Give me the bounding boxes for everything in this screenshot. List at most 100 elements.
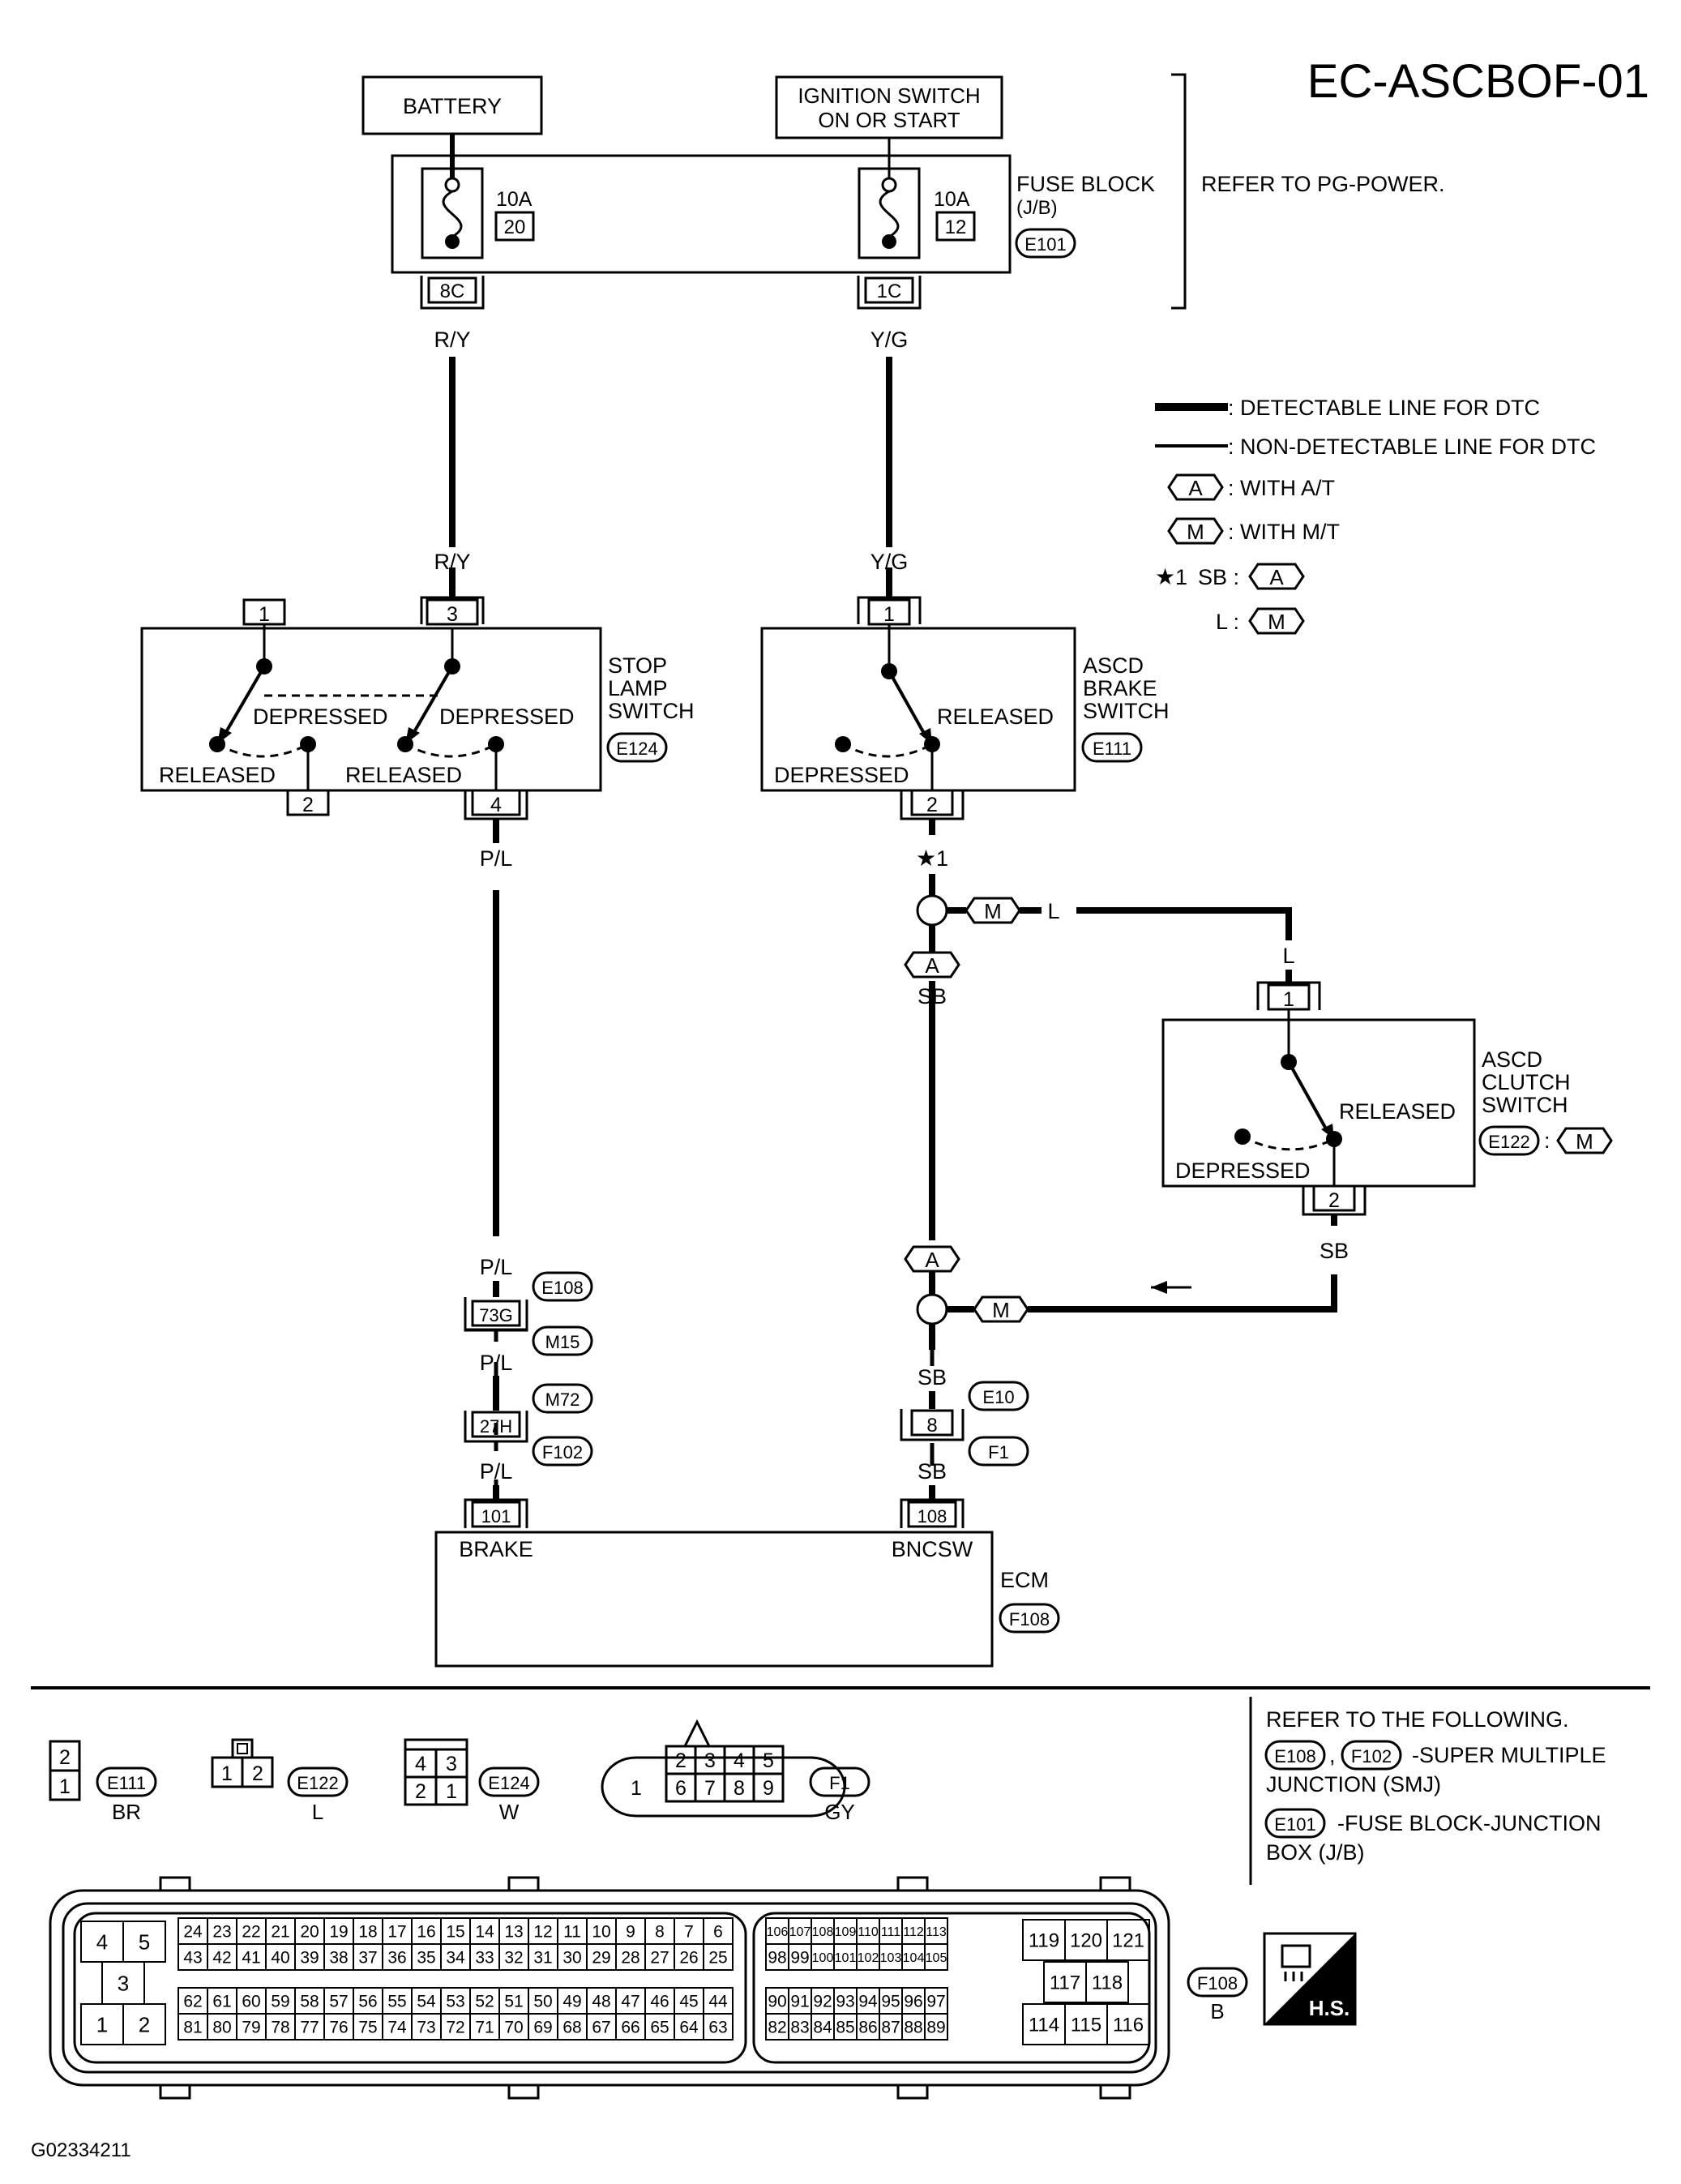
page-id: EC-ASCBOF-01 [1307,55,1649,108]
ecm-pin-108: 108 [812,1925,834,1939]
ecm-pin-117: 117 [1050,1972,1080,1994]
face-f1-pin-8: 8 [734,1777,745,1800]
ecm-pin-79: 79 [242,2019,260,2037]
clutch-switch-variant: M [1576,1129,1593,1154]
ecm-pin-71: 71 [475,2019,494,2037]
ecm-pin-94: 94 [858,1993,878,2011]
wire-label-ry-top: R/Y [434,328,470,352]
ecm-pin-70: 70 [504,2019,523,2037]
ecm-pin-11: 11 [563,1923,581,1942]
wire-label-sb-1: SB [917,984,947,1008]
ecm-pin-60: 60 [242,1993,260,2011]
fuse-12-amp: 10A [934,188,970,211]
ecm-pin-98: 98 [768,1949,786,1968]
face-f1-color: GY [824,1800,855,1824]
ecm-pin-36: 36 [387,1949,406,1968]
ecm-pin-113: 113 [926,1925,947,1939]
ecm-pin-26: 26 [679,1949,698,1968]
legend-l: L : [1216,610,1239,634]
wire-label-pl-top: P/L [480,846,513,871]
face-e124-color: W [499,1800,520,1824]
ecm-pin-5: 5 [139,1929,150,1954]
fuse-block [391,154,1012,274]
ecm-pin-cell [703,2013,734,2041]
refer-smj-1: -SUPER MULTIPLE [1412,1743,1606,1767]
face-e124-pin-3: 3 [446,1753,457,1775]
ecm-pin-15: 15 [446,1923,464,1942]
ecm-pin-64: 64 [679,2019,699,2037]
ecm-pin-31: 31 [533,1949,552,1968]
ecm-pin-69: 69 [533,2019,552,2037]
term-8c: 8C [440,280,465,302]
ecm-pin-48: 48 [592,1993,610,2011]
ecm-pin-34: 34 [446,1949,465,1968]
refer-title: REFER TO THE FOLLOWING. [1266,1707,1569,1732]
face-e111-pin-1: 1 [59,1775,71,1798]
ecm-pin-63: 63 [708,2019,727,2037]
face-e124-pin-4: 4 [415,1753,426,1775]
ecm-pin-58: 58 [300,1993,319,2011]
ecm-box [434,1531,994,1668]
ecm-pin-50: 50 [533,1993,552,2011]
ecm-pin-93: 93 [836,1993,854,2011]
ecm-pin-4: 4 [96,1929,108,1954]
ecm-pin-53: 53 [446,1993,464,2011]
figure-id: G02334211 [31,2139,131,2161]
legend-sb: SB : [1198,565,1239,589]
battery-label: BATTERY [403,94,502,118]
ecm-pin-81: 81 [183,2019,202,2037]
wire-label-sb-2: SB [917,1365,947,1390]
ecm-pin-41: 41 [242,1949,260,1968]
face-e124-id: E124 [488,1773,529,1793]
ecm-pin-1: 1 [96,2012,108,2036]
stop-lamp-depressed-2: DEPRESSED [439,704,575,729]
stop-lamp-label-3: SWITCH [608,699,694,723]
ecm-pin-121: 121 [1112,1930,1144,1952]
ecm-pin-45: 45 [679,1993,698,2011]
ecm-pin-46: 46 [650,1993,669,2011]
ecm-pin-97: 97 [926,1993,945,2011]
ecm-pin-106: 106 [767,1925,789,1939]
face-e124-pin-1: 1 [446,1780,457,1803]
ecm-pin-119: 119 [1029,1930,1059,1952]
ecm-pin-42: 42 [212,1949,231,1968]
ecm-pin-92: 92 [813,1993,832,2011]
stop-lamp-switch [140,627,602,792]
wire-label-l-2: L [1282,944,1294,968]
ecm-pin-55: 55 [387,1993,406,2011]
ecm-pin-8: 8 [655,1923,665,1942]
ecm-pin-101: 101 [481,1506,511,1527]
split-joint-top [916,894,948,927]
ecm-connector-face [49,1876,1170,2100]
ecm-pin-74: 74 [387,2019,407,2037]
ecm-pin-95: 95 [881,1993,900,2011]
brake-switch-released: RELEASED [937,704,1054,729]
ecm-pin-57: 57 [329,1993,348,2011]
stop-lamp-label-2: LAMP [608,676,668,700]
stop-lamp-pin-3: 3 [447,603,458,626]
ecm-pin-59: 59 [271,1993,289,2011]
legend-l-sym: M [1268,610,1285,634]
ecm-connector: F108 [1009,1609,1050,1629]
brake-switch-connector: E111 [1093,739,1131,759]
ecm-pin-116: 116 [1113,2015,1144,2036]
refer-c3: E101 [1274,1814,1315,1835]
wire-label-pl-3: P/L [480,1351,513,1375]
ecm-pin-114: 114 [1029,2015,1059,2036]
ecm-pin-105: 105 [926,1951,947,1965]
ecm-pin-17: 17 [387,1923,406,1942]
ecm-pin-107: 107 [789,1925,811,1939]
joint-bottom-a: A [925,1248,939,1272]
refer-c2: F102 [1351,1746,1392,1766]
ecm-pin-86: 86 [858,2019,877,2037]
joint-f1: F1 [988,1442,1009,1462]
ecm-pin-102: 102 [858,1951,879,1965]
ecm-pin-68: 68 [562,2019,581,2037]
refer-pg: REFER TO PG-POWER. [1201,172,1445,196]
ecm-pin-10: 10 [592,1923,610,1942]
ecm-pin-73: 73 [417,2019,435,2037]
brake-switch-label-2: BRAKE [1083,676,1157,700]
joint-term-8: 8 [926,1415,937,1437]
ecm-pin-47: 47 [621,1993,639,2011]
